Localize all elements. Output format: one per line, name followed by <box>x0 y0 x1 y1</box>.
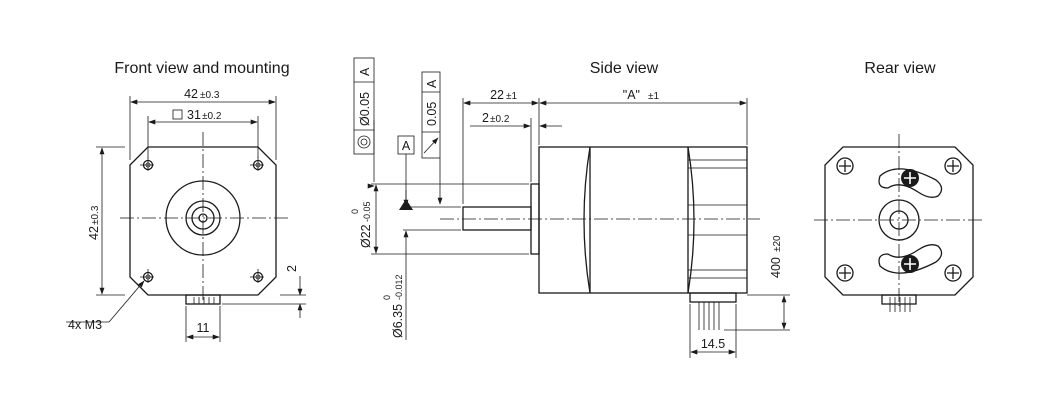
side-view-title: Side view <box>590 60 659 77</box>
front-height-dim: 42 <box>87 226 101 240</box>
front-square-tol: ±0.2 <box>202 111 222 122</box>
shaft-length-dim: 22 <box>490 88 504 102</box>
upper-slot <box>878 168 943 198</box>
runout-frame: 0.05 A <box>421 71 443 205</box>
concentricity-symbol-outer <box>357 135 371 149</box>
cable-length-dim: 400 <box>769 257 783 278</box>
pilot-diameter-upper: 0 <box>350 209 360 214</box>
rear-view <box>814 134 984 312</box>
runout-tolerance: 0.05 <box>425 102 439 126</box>
concentricity-symbol-inner <box>360 138 368 146</box>
rear-shaft-end <box>889 210 909 230</box>
flange-dim: 2 <box>482 111 489 125</box>
shaft-diameter-upper: 0 <box>382 295 392 300</box>
side-connector <box>689 292 737 303</box>
rear-motor-outline <box>824 146 974 296</box>
front-small-dim: 2 <box>285 265 299 272</box>
side-body <box>538 146 748 294</box>
screw-icon <box>836 157 854 175</box>
shaft-diameter-lower: -0.012 <box>394 274 404 300</box>
datum-triangle <box>399 199 413 210</box>
concentricity-datum: A <box>358 67 372 76</box>
front-height-tol: ±0.3 <box>90 205 101 225</box>
front-connector <box>185 294 221 305</box>
front-motor-outline <box>129 146 277 296</box>
pilot-diameter-lower: -0.05 <box>362 201 372 222</box>
body-length-dim: "A" <box>623 88 640 102</box>
front-view: 42 ±0.3 31 ±0.2 42 ±0.3 2 11 4x M3 <box>66 87 306 342</box>
rear-screws <box>836 157 962 282</box>
connector-offset-dim: 14.5 <box>701 337 725 351</box>
concentricity-tolerance: Ø0.05 <box>358 92 372 126</box>
rear-view-title: Rear view <box>864 60 936 77</box>
front-view-title: Front view and mounting <box>114 60 289 77</box>
front-connector-dim: 11 <box>197 321 210 335</box>
datum-label: A <box>402 139 411 153</box>
square-symbol <box>172 109 183 120</box>
side-shaft <box>462 206 532 231</box>
mounting-holes-label: 4x M3 <box>68 318 102 332</box>
body-length-tol: ±1 <box>648 91 659 102</box>
flange-tol: ±0.2 <box>490 114 510 125</box>
screw-icon <box>944 157 962 175</box>
front-width-dim: 42 <box>184 87 198 101</box>
cable-length-tol: ±20 <box>772 235 783 252</box>
concentricity-frame: Ø0.05 A <box>353 57 375 182</box>
runout-datum: A <box>425 79 439 88</box>
front-square-dim: 31 <box>187 108 201 122</box>
runout-arrow-icon <box>423 137 439 154</box>
pilot-diameter-dim: Ø22 <box>359 224 373 248</box>
lower-slot <box>878 244 943 274</box>
shaft-length-tol: ±1 <box>506 91 517 102</box>
rear-boss <box>878 199 920 241</box>
screw-icon <box>944 264 962 282</box>
rear-connector <box>881 294 917 305</box>
screw-icon <box>836 264 854 282</box>
side-view: 22 ±1 "A" ±1 2 ±0.2 Ø22 0 -0.05 Ø6.35 0 … <box>350 57 790 358</box>
shaft-diameter-dim: Ø6.35 <box>391 304 405 338</box>
front-width-tol: ±0.3 <box>200 90 220 101</box>
